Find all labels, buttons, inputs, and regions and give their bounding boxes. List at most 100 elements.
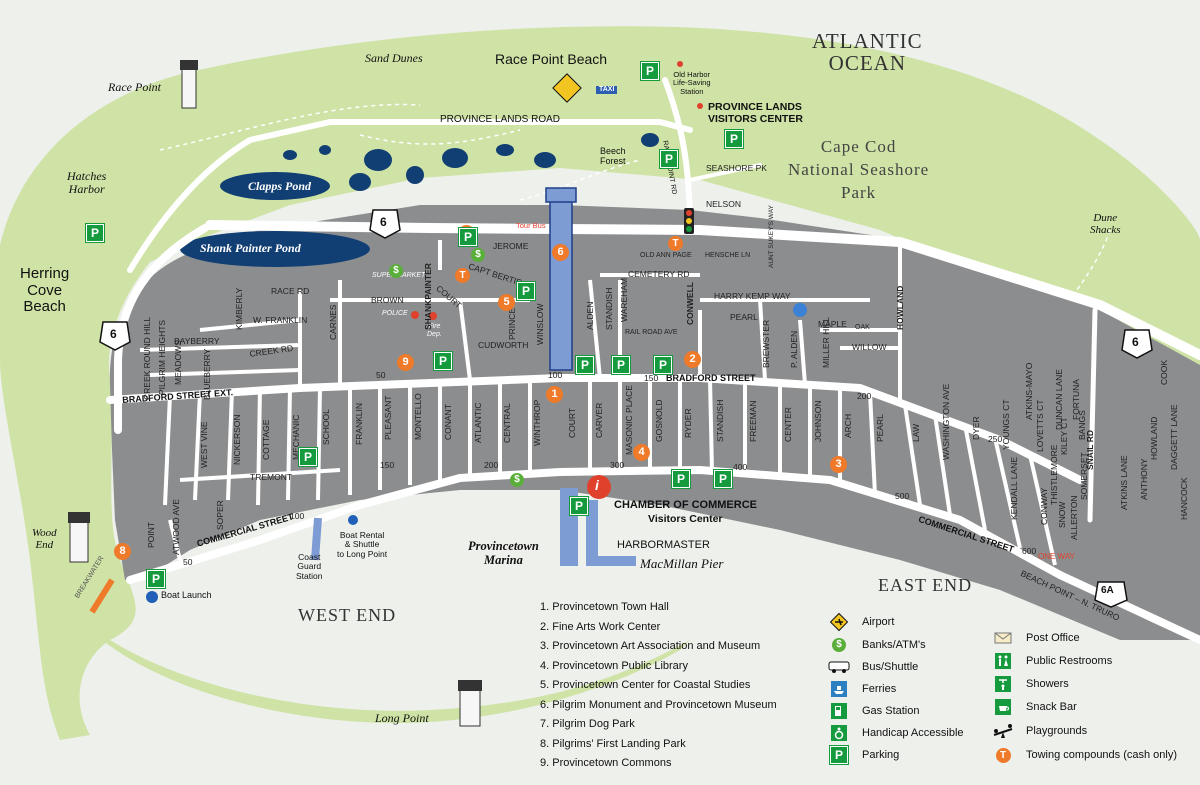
street-johnson: JOHNSON: [813, 400, 823, 442]
bank-supermarket[interactable]: $: [389, 260, 403, 278]
wood-end-label: Wood End: [32, 527, 57, 552]
wood-end-lighthouse: [68, 512, 90, 563]
street-court-south: COURT: [567, 407, 577, 438]
street-old-ann-page: OLD ANN PAGE: [640, 252, 692, 259]
marker-first-landing[interactable]: 8: [114, 543, 131, 560]
legend-airport: Airport: [828, 612, 894, 632]
attraction-item[interactable]: 3. Provincetown Art Association and Muse…: [540, 640, 761, 652]
route-6-label-c: 6: [1132, 335, 1139, 349]
province-lands-road: [127, 119, 693, 273]
attraction-item[interactable]: 2. Fine Arts Work Center: [540, 620, 661, 633]
legend-parking: P Parking: [828, 745, 899, 765]
breakwater-line: [89, 578, 115, 614]
bank-icon: $: [828, 635, 850, 655]
street-conant: CONANT: [443, 404, 453, 440]
parking-commercial-b[interactable]: P: [714, 470, 732, 488]
block-number: 250: [988, 434, 1003, 444]
street-blueberry: BLUEBERRY: [202, 348, 212, 400]
province-lands-road-label: PROVINCE LANDS ROAD: [440, 114, 561, 125]
ferry-icon: [828, 679, 850, 699]
parking-race-point[interactable]: P: [641, 62, 659, 80]
parking-breakwater[interactable]: P: [147, 570, 165, 588]
long-point-spit: [85, 625, 690, 724]
pier-east-arm: [586, 500, 598, 566]
parking-monument-b[interactable]: P: [612, 356, 630, 374]
street-fortuna: FORTUNA: [1071, 379, 1081, 420]
legend-gas: Gas Station: [828, 701, 919, 721]
street-freeman: FREEMAN: [748, 400, 758, 442]
street-cook: COOK: [1159, 359, 1169, 385]
marker-town-hall[interactable]: 1: [546, 386, 563, 403]
parking-visitors-center[interactable]: P: [725, 130, 743, 148]
street-pleasant: PLEASANT: [383, 395, 393, 440]
shank-painter-pond-label: Shank Painter Pond: [200, 241, 301, 255]
handicap-icon: [828, 723, 850, 743]
block-number: 150: [380, 460, 395, 470]
info-icon[interactable]: i: [595, 477, 599, 493]
pilgrim-monument: [549, 199, 573, 371]
marker-art-association[interactable]: 3: [830, 456, 847, 473]
parking-bradford[interactable]: P: [654, 356, 672, 374]
hospital-dot: [793, 303, 807, 317]
marker-pilgrim-monument[interactable]: 6: [552, 244, 569, 261]
parking-commons[interactable]: P: [434, 352, 452, 370]
coast-guard-label: Coast Guard Station: [296, 552, 323, 581]
street-howland-south: HOWLAND: [1149, 416, 1159, 460]
street-hensche: HENSCHE LN: [705, 252, 751, 259]
info-marker: [587, 475, 611, 499]
towing-old-ann-page[interactable]: T: [668, 233, 683, 251]
street-nelson: NELSON: [706, 199, 741, 209]
long-point-label: Long Point: [375, 711, 429, 725]
dune-shacks-label: Dune Shacks: [1090, 212, 1121, 237]
parking-west-end[interactable]: P: [299, 448, 317, 466]
street-jerome: JEROME: [493, 241, 529, 251]
route-6-shield-c: [1121, 329, 1153, 359]
attraction-item[interactable]: 8. Pilgrims' First Landing Park: [540, 737, 686, 750]
street-brewster: BREWSTER: [761, 319, 771, 368]
towing-shankpainter[interactable]: T: [455, 265, 470, 283]
route-6-label-a: 6: [380, 215, 387, 229]
parking-herring-cove[interactable]: P: [86, 224, 104, 242]
boat-rental-dot: [348, 515, 358, 525]
parking-commercial-a[interactable]: P: [672, 470, 690, 488]
street-cemetery: CEMETERY RD: [628, 269, 690, 279]
attraction-item[interactable]: 4. Provincetown Public Library: [540, 659, 688, 672]
attraction-item[interactable]: 1. Provincetown Town Hall: [540, 601, 669, 613]
street-daggett: DAGGETT LANE: [1169, 404, 1179, 471]
parking-dog-park[interactable]: P: [459, 228, 477, 246]
marker-coastal-studies[interactable]: 5: [498, 294, 515, 311]
dune-land: [0, 26, 1200, 740]
street-conway: CONWAY: [1039, 487, 1049, 525]
street-p-alden: P. ALDEN: [789, 330, 799, 368]
attraction-item[interactable]: 6. Pilgrim Monument and Provincetown Mus…: [540, 698, 777, 711]
marker-fine-arts[interactable]: 2: [684, 351, 701, 368]
bank-jerome[interactable]: $: [471, 244, 485, 262]
attraction-item[interactable]: 5. Provincetown Center for Coastal Studi…: [540, 679, 751, 691]
visitors-dot: [697, 103, 703, 109]
route-6a-label: 6A: [1101, 585, 1114, 596]
legend-snack-bar: Snack Bar: [992, 697, 1077, 717]
boat-launch-label: Boat Launch: [161, 590, 212, 600]
gas-station-icon: [828, 701, 850, 721]
attraction-list: 1. Provincetown Town Hall 2. Fine Arts W…: [540, 598, 777, 774]
harbormaster-label: HARBORMASTER: [617, 539, 710, 551]
pond-g: [641, 133, 659, 147]
legend-showers: Showers: [992, 674, 1069, 694]
parking-monument-a[interactable]: P: [576, 356, 594, 374]
street-somerset: SOMERSET: [1079, 452, 1089, 500]
street-maple: MAPLE: [818, 319, 847, 329]
post-office-icon: [992, 628, 1014, 648]
bus-icon: [828, 657, 850, 677]
street-prince: PRINCE: [507, 307, 517, 340]
bradford-street-label: BRADFORD STREET: [666, 373, 756, 383]
parking-coastal-studies[interactable]: P: [517, 282, 535, 300]
street-winslow: WINSLOW: [535, 303, 545, 345]
parking-beech-forest[interactable]: P: [660, 150, 678, 168]
marker-commons[interactable]: 9: [397, 354, 414, 371]
attraction-item[interactable]: 7. Pilgrim Dog Park: [540, 718, 635, 730]
old-harbor-dot: [677, 61, 683, 67]
bank-commercial[interactable]: $: [510, 469, 524, 487]
attraction-item[interactable]: 9. Provincetown Commons: [540, 757, 672, 769]
marker-public-library[interactable]: 4: [633, 444, 650, 461]
parking-pier[interactable]: P: [570, 497, 588, 515]
